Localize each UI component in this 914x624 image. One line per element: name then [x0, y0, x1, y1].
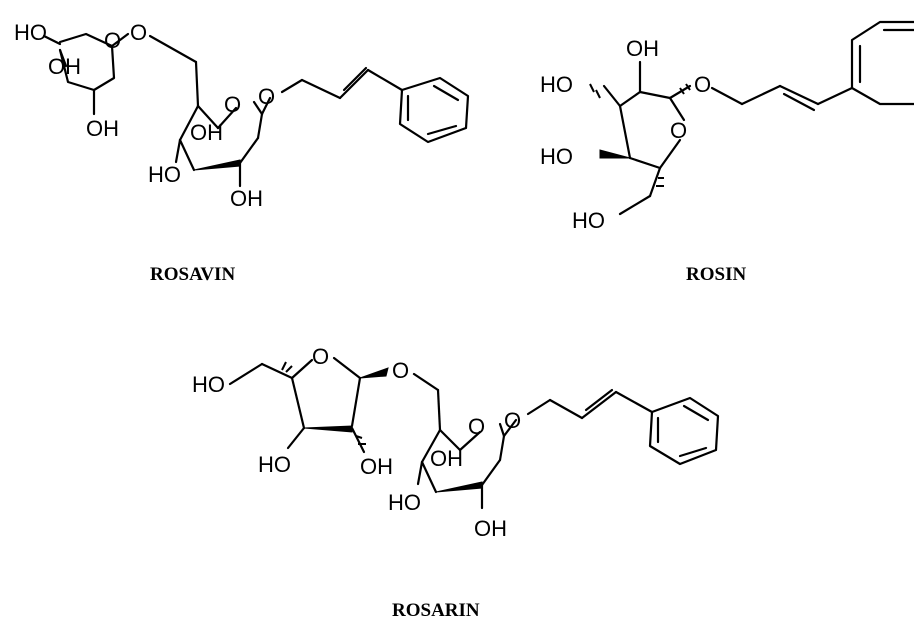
atom-label: OH [626, 36, 659, 61]
atom-label: O [258, 84, 275, 109]
linker-bond [148, 34, 200, 108]
atom-label: OH [474, 516, 507, 541]
atom-label: OH [360, 454, 393, 479]
atom-label: O [392, 358, 409, 383]
atom-label: HO [540, 72, 573, 97]
atom-label: O [468, 414, 485, 439]
linker-bond [412, 372, 442, 432]
structure-rosavin: HO O O OH OH O O OH HO OH [14, 20, 470, 285]
atom-label: O [670, 118, 687, 143]
atom-label: O [312, 344, 329, 369]
atom-label: OH [86, 116, 119, 141]
hash-bonds [589, 83, 691, 187]
cinnamyl-chain [280, 66, 404, 100]
glucose-ring [174, 96, 272, 188]
arabinose-ring [42, 32, 130, 116]
atom-label: HO [192, 372, 225, 397]
atom-label: O [224, 92, 241, 117]
atom-label: HO [148, 162, 181, 187]
atom-label: HO [258, 452, 291, 477]
cinnamyl-chain [526, 388, 654, 420]
compound-name: ROSAVIN [150, 264, 235, 285]
atom-label: OH [48, 54, 81, 79]
glucose-ring [599, 60, 692, 216]
atom-label: HO [14, 20, 47, 45]
atom-label: OH [230, 186, 263, 211]
atom-label: OH [430, 446, 463, 471]
atom-label: O [104, 28, 121, 53]
cinnamyl-chain [710, 84, 854, 112]
structure-rosarin: HO O O HO OH O O OH HO OH [192, 344, 720, 621]
phenyl-ring [398, 76, 470, 144]
phenyl-ring [850, 20, 914, 106]
arabinofuranose-ring [228, 356, 389, 454]
atom-label: OH [190, 120, 223, 145]
atom-label: O [694, 72, 711, 97]
atom-label: HO [388, 490, 421, 515]
hash-bonds [281, 361, 366, 445]
compound-name: ROSARIN [392, 600, 480, 621]
phenyl-ring [648, 396, 720, 466]
structure-rosin: OH HO O O HO HO ROSIN [540, 20, 914, 285]
glucose-ring [416, 418, 518, 510]
compound-name: ROSIN [686, 264, 746, 285]
atom-label: O [130, 20, 147, 45]
atom-label: HO [540, 144, 573, 169]
atom-label: O [504, 408, 521, 433]
atom-label: HO [572, 208, 605, 233]
